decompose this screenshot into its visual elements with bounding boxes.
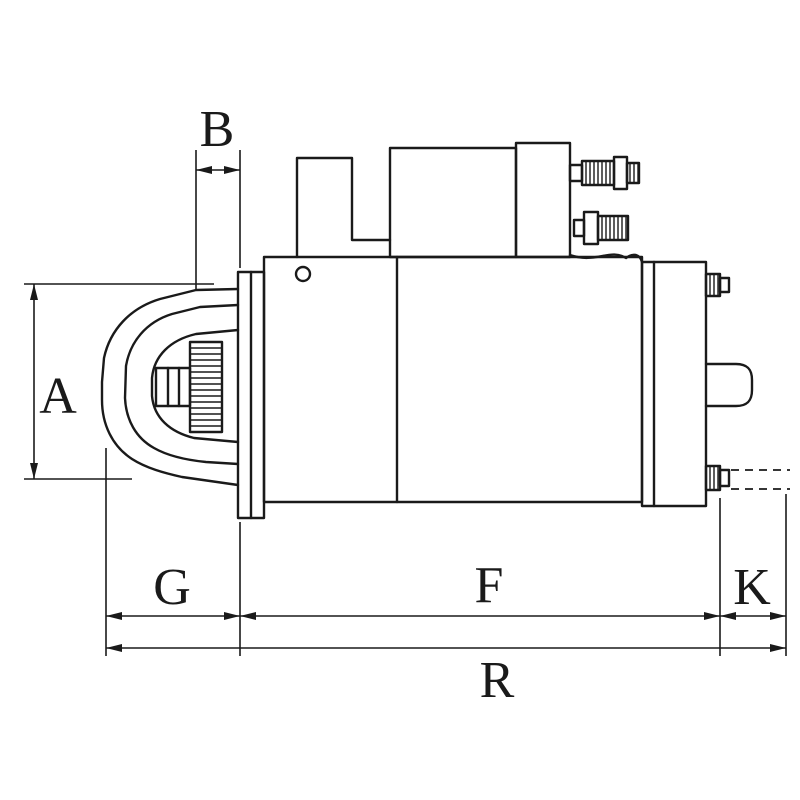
dimension-label-k: K	[733, 559, 771, 616]
arrowhead	[720, 612, 736, 620]
dimension-labels: B A G F K R	[39, 101, 771, 709]
rear-terminal-upper-tip	[718, 276, 731, 294]
arrowhead	[770, 644, 786, 652]
dimension-arrowheads	[30, 166, 786, 652]
rear-boss	[704, 362, 754, 408]
drive-end-housing-outer	[100, 287, 240, 487]
dimension-label-f: F	[475, 557, 504, 614]
upper-stud-thread-hatch	[585, 161, 639, 185]
solenoid-body	[388, 146, 518, 259]
terminal-stud-lower-thread	[596, 214, 630, 242]
arrowhead	[240, 612, 256, 620]
pinion-gear	[188, 340, 224, 434]
rear-terminal-lower-tip	[718, 468, 731, 488]
dimension-lines	[24, 150, 787, 656]
hatch-detail	[190, 161, 719, 490]
terminal-stud-lower-nut	[582, 210, 600, 246]
body-hole	[294, 265, 312, 283]
terminal-stud-upper-collar	[568, 163, 584, 183]
hidden-lines	[731, 469, 790, 490]
arrowhead	[704, 612, 720, 620]
arrowhead	[30, 463, 38, 479]
arrowhead	[106, 644, 122, 652]
arrowhead	[224, 612, 240, 620]
rear-terminal-upper-hatch	[709, 274, 719, 296]
top-bracket	[295, 156, 392, 259]
pinion-shaft-segments	[166, 366, 181, 408]
drive-end-housing-inner	[123, 303, 240, 466]
starter-motor-outline	[100, 141, 754, 520]
dimension-label-g: G	[153, 559, 191, 616]
terminal-stud-lower-collar	[572, 218, 586, 238]
terminal-stud-upper-tip	[625, 161, 641, 185]
pinion-shaft	[154, 366, 192, 408]
terminal-stud-upper-nut	[612, 155, 629, 191]
solenoid-switch-cap	[514, 141, 572, 259]
arrowhead	[196, 166, 212, 174]
arrowhead	[106, 612, 122, 620]
rear-terminal-lower-hatch	[709, 466, 719, 490]
dimension-label-b: B	[200, 101, 235, 158]
solenoid-lead	[568, 253, 644, 264]
arrowhead	[770, 612, 786, 620]
drive-end-opening	[150, 328, 240, 444]
end-cap	[640, 260, 708, 508]
motor-body	[262, 255, 644, 504]
arrowhead	[224, 166, 240, 174]
pinion-gear-teeth	[190, 347, 222, 427]
dimension-label-r: R	[480, 652, 515, 709]
lower-stud-thread-hatch	[601, 216, 627, 240]
arrowhead	[30, 284, 38, 300]
dimension-label-a: A	[39, 368, 77, 425]
